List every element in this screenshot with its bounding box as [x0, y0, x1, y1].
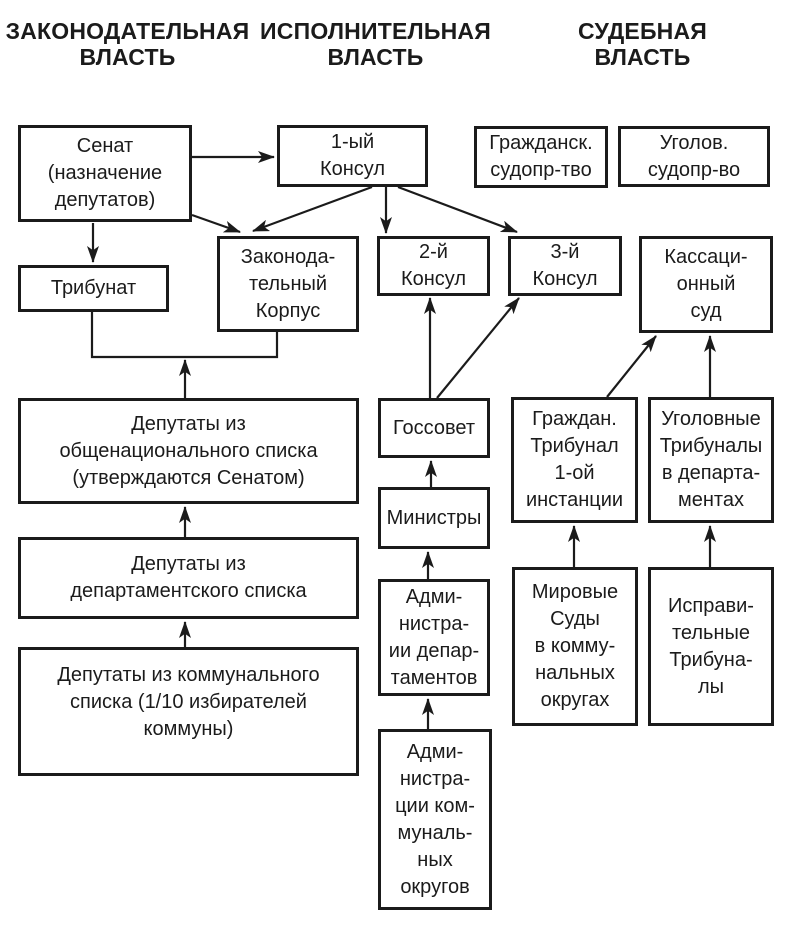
box-deputies-communal-label: Депутаты из коммунального списка (1/10 и…	[57, 664, 320, 740]
box-communal-administrations: Адми- нистра- ции ком- муналь- ных округ…	[378, 729, 492, 910]
box-magistrate-courts-label: Мировые Суды в комму- нальных округах	[531, 581, 619, 711]
arrow-civil-tribunal-to-cassation-court	[606, 335, 657, 398]
box-ministers-label: Министры	[386, 506, 482, 529]
box-state-council: Госсовет	[378, 398, 490, 458]
box-legislative-corpus-label: Законода- тельный Корпус	[240, 245, 336, 322]
box-ministers: Министры	[378, 487, 490, 549]
box-legislative-corpus: Законода- тельный Корпус	[217, 236, 359, 332]
box-cassation-court: Кассаци- онный суд	[639, 236, 773, 333]
box-third-consul-label: 3-й Консул	[532, 241, 598, 290]
header-executive-power: ИСПОЛНИТЕЛЬНАЯ ВЛАСТЬ	[260, 18, 491, 70]
box-first-consul-label: 1-ый Консул	[319, 131, 386, 180]
box-tribunat: Трибунат	[18, 265, 169, 312]
box-deputies-national-label: Депутаты из общенационального списка (ут…	[59, 412, 318, 489]
box-department-administrations-label: Адми- нистра- ии депар- таментов	[388, 585, 480, 689]
box-third-consul: 3-й Консул	[508, 236, 622, 296]
box-second-consul: 2-й Консул	[377, 236, 490, 296]
box-criminal-proceedings-label: Уголов. судопр-во	[647, 131, 741, 181]
box-civil-proceedings-label: Гражданск. судопр-тво	[489, 132, 593, 181]
box-criminal-proceedings: Уголов. судопр-во	[618, 126, 770, 187]
box-civil-tribunal: Граждан. Трибунал 1-ой инстанции	[511, 397, 638, 523]
box-civil-proceedings: Гражданск. судопр-тво	[474, 126, 608, 188]
arrow-first-consul-to-third-consul	[397, 185, 518, 234]
box-department-administrations: Адми- нистра- ии депар- таментов	[378, 579, 490, 696]
box-senate: Сенат (назначение депутатов)	[18, 125, 192, 222]
box-deputies-communal: Депутаты из коммунального списка (1/10 и…	[18, 647, 359, 776]
header-judicial-power: СУДЕБНАЯ ВЛАСТЬ	[577, 18, 708, 70]
box-deputies-departmental: Депутаты из департаментского списка	[18, 537, 359, 619]
box-second-consul-label: 2-й Консул	[400, 241, 467, 290]
box-correctional-tribunals: Исправи- тельные Трибуна- лы	[648, 567, 774, 726]
box-correctional-tribunals-label: Исправи- тельные Трибуна- лы	[668, 594, 754, 698]
box-deputies-national: Депутаты из общенационального списка (ут…	[18, 398, 359, 504]
box-criminal-tribunals-label: Уголовные Трибуналы в департа- ментах	[659, 408, 763, 511]
box-first-consul: 1-ый Консул	[277, 125, 428, 187]
box-senate-label: Сенат (назначение депутатов)	[47, 135, 163, 211]
box-magistrate-courts: Мировые Суды в комму- нальных округах	[512, 567, 638, 726]
arrow-state-council-to-third-consul	[436, 297, 520, 399]
box-criminal-tribunals: Уголовные Трибуналы в департа- ментах	[648, 397, 774, 523]
header-legislative-power: ЗАКОНОДАТЕЛЬНАЯ ВЛАСТЬ	[5, 18, 250, 70]
arrow-senate-to-legislative-corpus	[191, 213, 241, 234]
box-communal-administrations-label: Адми- нистра- ции ком- муналь- ных округ…	[395, 740, 475, 898]
box-deputies-departmental-label: Депутаты из департаментского списка	[70, 553, 307, 602]
box-state-council-label: Госсовет	[393, 416, 475, 439]
box-civil-tribunal-label: Граждан. Трибунал 1-ой инстанции	[525, 408, 624, 511]
arrow-first-consul-to-legislative-corpus	[252, 185, 373, 233]
box-tribunat-label: Трибунат	[50, 277, 137, 299]
box-cassation-court-label: Кассаци- онный суд	[664, 246, 748, 322]
